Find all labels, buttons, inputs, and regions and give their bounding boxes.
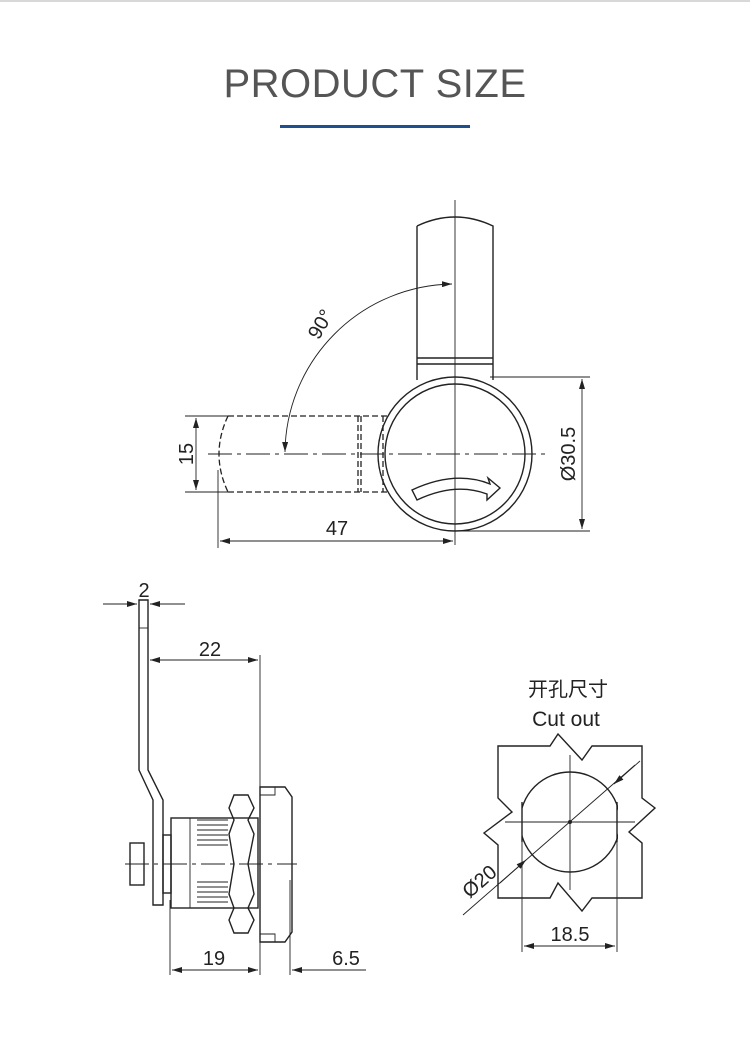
top-divider [0,0,750,2]
angle-label: 90° [304,306,338,343]
cutout-title-cn: 开孔尺寸 [528,678,608,701]
cutout-title-en: Cut out [532,708,600,731]
width-label: 15 [176,443,198,465]
panel-break-outline [482,732,657,913]
front-view: 90° 15 47 Ø30.5 [176,200,590,548]
length-label: 47 [326,518,348,540]
cutout-flat-label: 18.5 [551,924,590,946]
thread [197,819,228,903]
page-title: PRODUCT SIZE [223,62,527,106]
offset-label: 22 [199,639,221,661]
cutout-diameter-label: Ø20 [459,861,502,902]
rotation-arrow-icon [411,475,502,502]
hex-nut [228,794,255,934]
lock-body [170,817,259,909]
lock-flange [259,786,293,943]
title-underline [280,125,470,128]
cutout-view: 开孔尺寸 Cut out Ø20 18.5 [459,678,657,952]
cam-lever-side [138,599,164,906]
thickness-label: 2 [138,580,149,602]
flange-label: 6.5 [332,948,360,970]
diameter-label: Ø30.5 [558,427,580,481]
body-length-label: 19 [203,948,225,970]
side-view: 2 22 19 6.5 [103,580,366,975]
